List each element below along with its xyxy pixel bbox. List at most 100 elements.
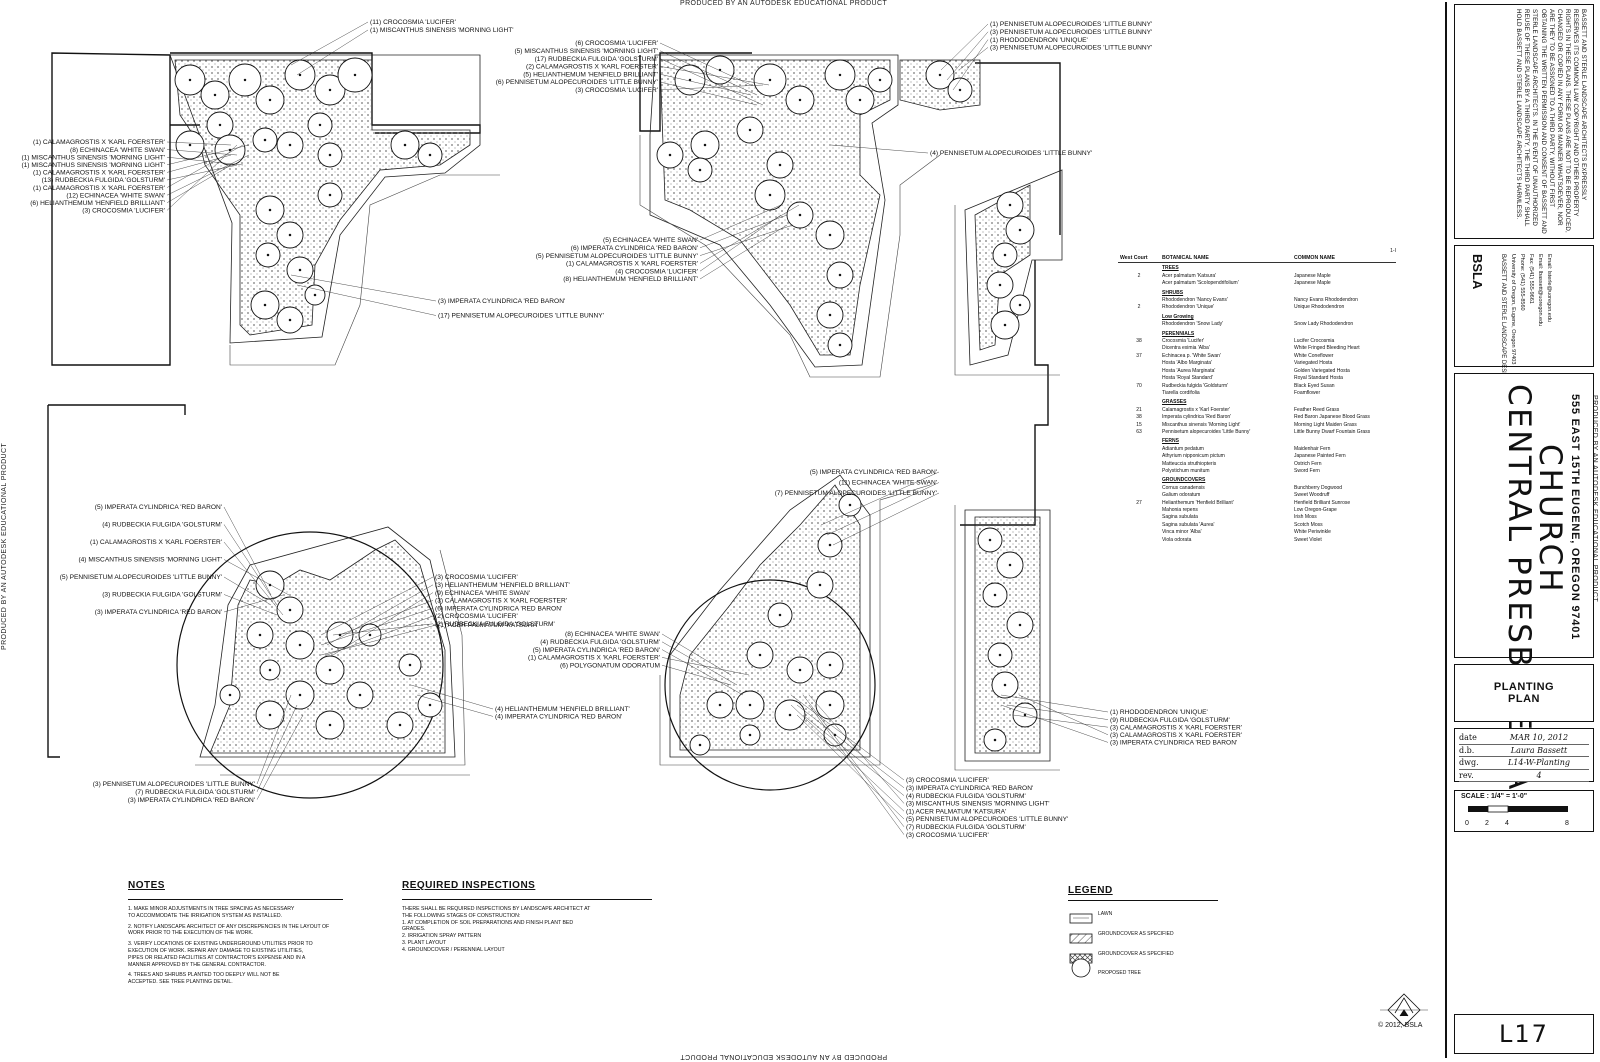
plant-center-dot [298,693,302,697]
plant-center-dot [188,143,192,147]
plant-center-dot [758,653,762,657]
plant-callout-label: (2) CALAMAGROSTIS X 'KARL FOERSTER' [526,64,658,71]
schedule-row: Hosta 'Royal Standard'Royal Standard Hos… [1118,375,1396,382]
firm-address: University of Oregon, Eugene, Oregon 974… [1510,254,1516,365]
schedule-botanical: Rudbeckia fulgida 'Goldsturm' [1162,382,1229,389]
schedule-common: Red Baron Japanese Blood Grass [1294,414,1370,421]
schedule-row: Rhododendron 'Nancy Evans'Nancy Evans Rh… [1118,297,1396,304]
callout-leader-line [296,29,369,76]
plant-callout-label: (1) ACER PALMATUM 'KATSURA' [438,622,538,629]
legal-notice-box: BASSETT AND STERLE LANDSCAPE ARCHITECTS … [1454,4,1594,239]
callout-leader-line [832,492,940,546]
plant-center-dot [788,713,792,717]
plant-center-dot [268,713,272,717]
schedule-botanical: Cornus canadensis [1162,484,1205,491]
plant-callout-label: (3) CROCOSMIA 'LUCIFER' [906,832,989,839]
callout-leader-line [659,84,764,90]
schedule-botanical: Pennisetum alopecuroides 'Little Bunny' [1162,428,1251,435]
plant-callout-label: (7) PENNISETUM ALOPECUROIDES 'LITTLE BUN… [775,490,937,497]
firm-name: BASSETT AND STERLE LANDSCAPE DESIGN [1500,254,1506,383]
drawing-info-value: L14-W-Planting [1507,758,1570,767]
schedule-botanical: Rhododendron 'Nancy Evans' [1162,297,1228,304]
schedule-botanical: Miscanthus sinensis 'Morning Light' [1162,421,1241,428]
plant-callout-label: (4) RUDBECKIA FULGIDA 'GOLSTURM' [906,793,1026,800]
plant-callout-label: (3) CROCOSMIA 'LUCIFER' [906,777,989,784]
plant-callout-label: (1) CALAMAGROSTIS X 'KARL FOERSTER' [528,655,660,662]
plant-callout-label: (1) CALAMAGROSTIS X 'KARL FOERSTER' [566,261,698,268]
plant-center-dot [1018,623,1022,627]
plant-center-dot [263,138,267,142]
schedule-botanical: Acer palmatum 'Katsura' [1162,272,1217,279]
callout-leader-line [332,592,434,656]
drawing-info-label: rev. [1459,770,1474,780]
drawing-info-value: Laura Bassett [1510,745,1568,755]
legend-swatch-tree [1071,958,1091,978]
schedule-section: FERNS [1118,436,1396,445]
callout-leader-line [802,694,905,827]
plant-center-dot [768,78,772,82]
callout-leader-line [699,224,788,280]
callout-leader-line [820,471,940,526]
notes-list: 1. MAKE MINOR ADJUSTMENTS IN TREE SPACIN… [128,906,358,986]
schedule-common: Black Eyed Susan [1294,382,1335,389]
inspections-list: 1. AT COMPLETION OF SOIL PREPARATIONS AN… [402,920,662,954]
schedule-spacer [1118,329,1160,338]
plant-callout-label: (3) IMPERATA CYLINDRICA 'RED BARON' [906,785,1033,792]
schedule-section-title: SHRUBS [1162,289,1184,296]
notes-block: NOTES 1. MAKE MINOR ADJUSTMENTS IN TREE … [128,880,358,990]
callout-leader-line [659,66,770,86]
schedule-qty: 38 [1136,338,1142,345]
callout-leader-line [416,694,494,717]
sheet-title-line-2: PLAN [1508,693,1540,705]
plant-callout-label: (1) RHODODENDRON 'UNIQUE' [1110,709,1208,716]
schedule-common: Royal Standard Hosta [1294,375,1343,382]
plant-callout-label: (3) MISCANTHUS SINENSIS 'MORNING LIGHT' [906,801,1050,808]
callout-leader-line [290,274,437,302]
schedule-botanical: Hosta 'Aurea Marginata' [1162,367,1216,374]
firm-phone: Phone: (541) 555-8560 [1519,254,1525,311]
schedule-row: Hosta 'Albo Marginata'Variegated Hosta [1118,360,1396,367]
schedule-qty [1118,345,1160,352]
schedule-section: GRASSES [1118,397,1396,406]
firm-fax: Fax: (541) 555-9661 [1528,254,1534,304]
plant-callout-label: (7) RUDBECKIA FULGIDA 'GOLSTURM' [906,824,1026,831]
callout-leader-line [166,149,238,156]
callout-leader-line [223,559,290,596]
plant-center-dot [798,213,802,217]
schedule-botanical: Mahonia repens [1162,507,1198,513]
plant-center-dot [268,208,272,212]
plant-callout-label: (3) CROCOSMIA 'LUCIFER' [82,208,165,215]
schedule-section: GROUNDCOVERS [1118,475,1396,484]
plant-center-dot [1008,203,1012,207]
callout-leader-line [958,47,989,71]
firm-email-1: Email: lbassett@uoregon.edu [1537,254,1543,327]
bed-se [974,516,1041,754]
planting-plan-drawing: (11) CROCOSMIA 'LUCIFER'(1) MISCANTHUS S… [21,19,1428,1027]
callout-leader-line [166,144,250,165]
callout-leader-line [223,594,284,613]
walkways [195,135,1060,776]
callout-leader-line [223,524,278,606]
schedule-botanical: Athyrium nipponicum pictum [1162,453,1225,460]
schedule-botanical: Sagina subulata [1162,514,1198,521]
schedule-section-title: FERNS [1162,438,1179,445]
callout-leader-line [256,714,304,800]
plant-center-dot [798,668,802,672]
note-item: 2. NOTIFY LANDSCAPE ARCHITECT OF ANY DIS… [128,923,330,937]
plant-center-dot [188,78,192,82]
plant-callout-label: (2) CROCOSMIA 'LUCIFER' [435,613,518,620]
schedule-common: Japanese Maple [1294,280,1331,287]
plant-center-dot [998,653,1002,657]
schedule-section-title: GROUNDCOVERS [1162,477,1206,484]
schedule-common: Ostrich Fern [1294,460,1322,467]
plant-center-dot [998,283,1002,287]
callout-leader-line [166,154,250,196]
callout-leader-line [661,649,744,696]
firm-logo: BSLA [1470,254,1485,290]
